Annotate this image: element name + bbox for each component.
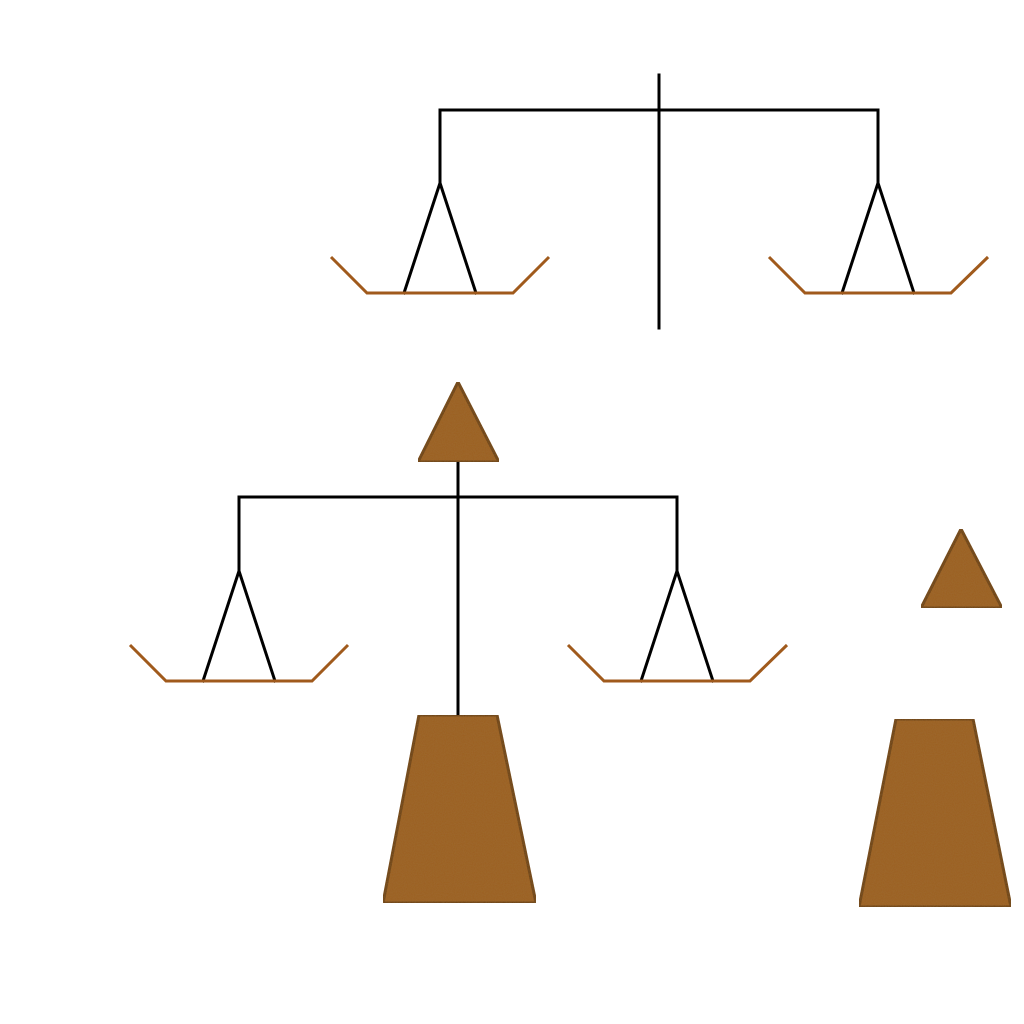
upper-left-pan-hanger: [402, 178, 478, 295]
lower-balance-base-trapezoid: [381, 713, 538, 905]
lower-left-pan-hanger: [201, 566, 277, 683]
lower-balance: [128, 380, 789, 905]
loose-triangle[interactable]: [919, 527, 1004, 610]
lower-right-pan: [566, 566, 789, 683]
upper-left-pan: [329, 178, 551, 295]
lower-balance-top-triangle: [416, 380, 501, 464]
loose-trapezoid[interactable]: [857, 717, 1013, 909]
lower-right-pan-hanger: [639, 566, 715, 683]
upper-right-pan-hanger: [840, 178, 916, 295]
lower-left-pan-dish: [128, 643, 350, 683]
lower-left-pan: [128, 566, 350, 683]
upper-right-pan: [767, 178, 990, 295]
upper-right-pan-dish: [767, 255, 990, 295]
upper-balance-beam: [438, 108, 880, 185]
upper-left-pan-dish: [329, 255, 551, 295]
loose-pieces: [857, 527, 1013, 909]
lower-right-pan-dish: [566, 643, 789, 683]
upper-balance: [329, 73, 990, 330]
